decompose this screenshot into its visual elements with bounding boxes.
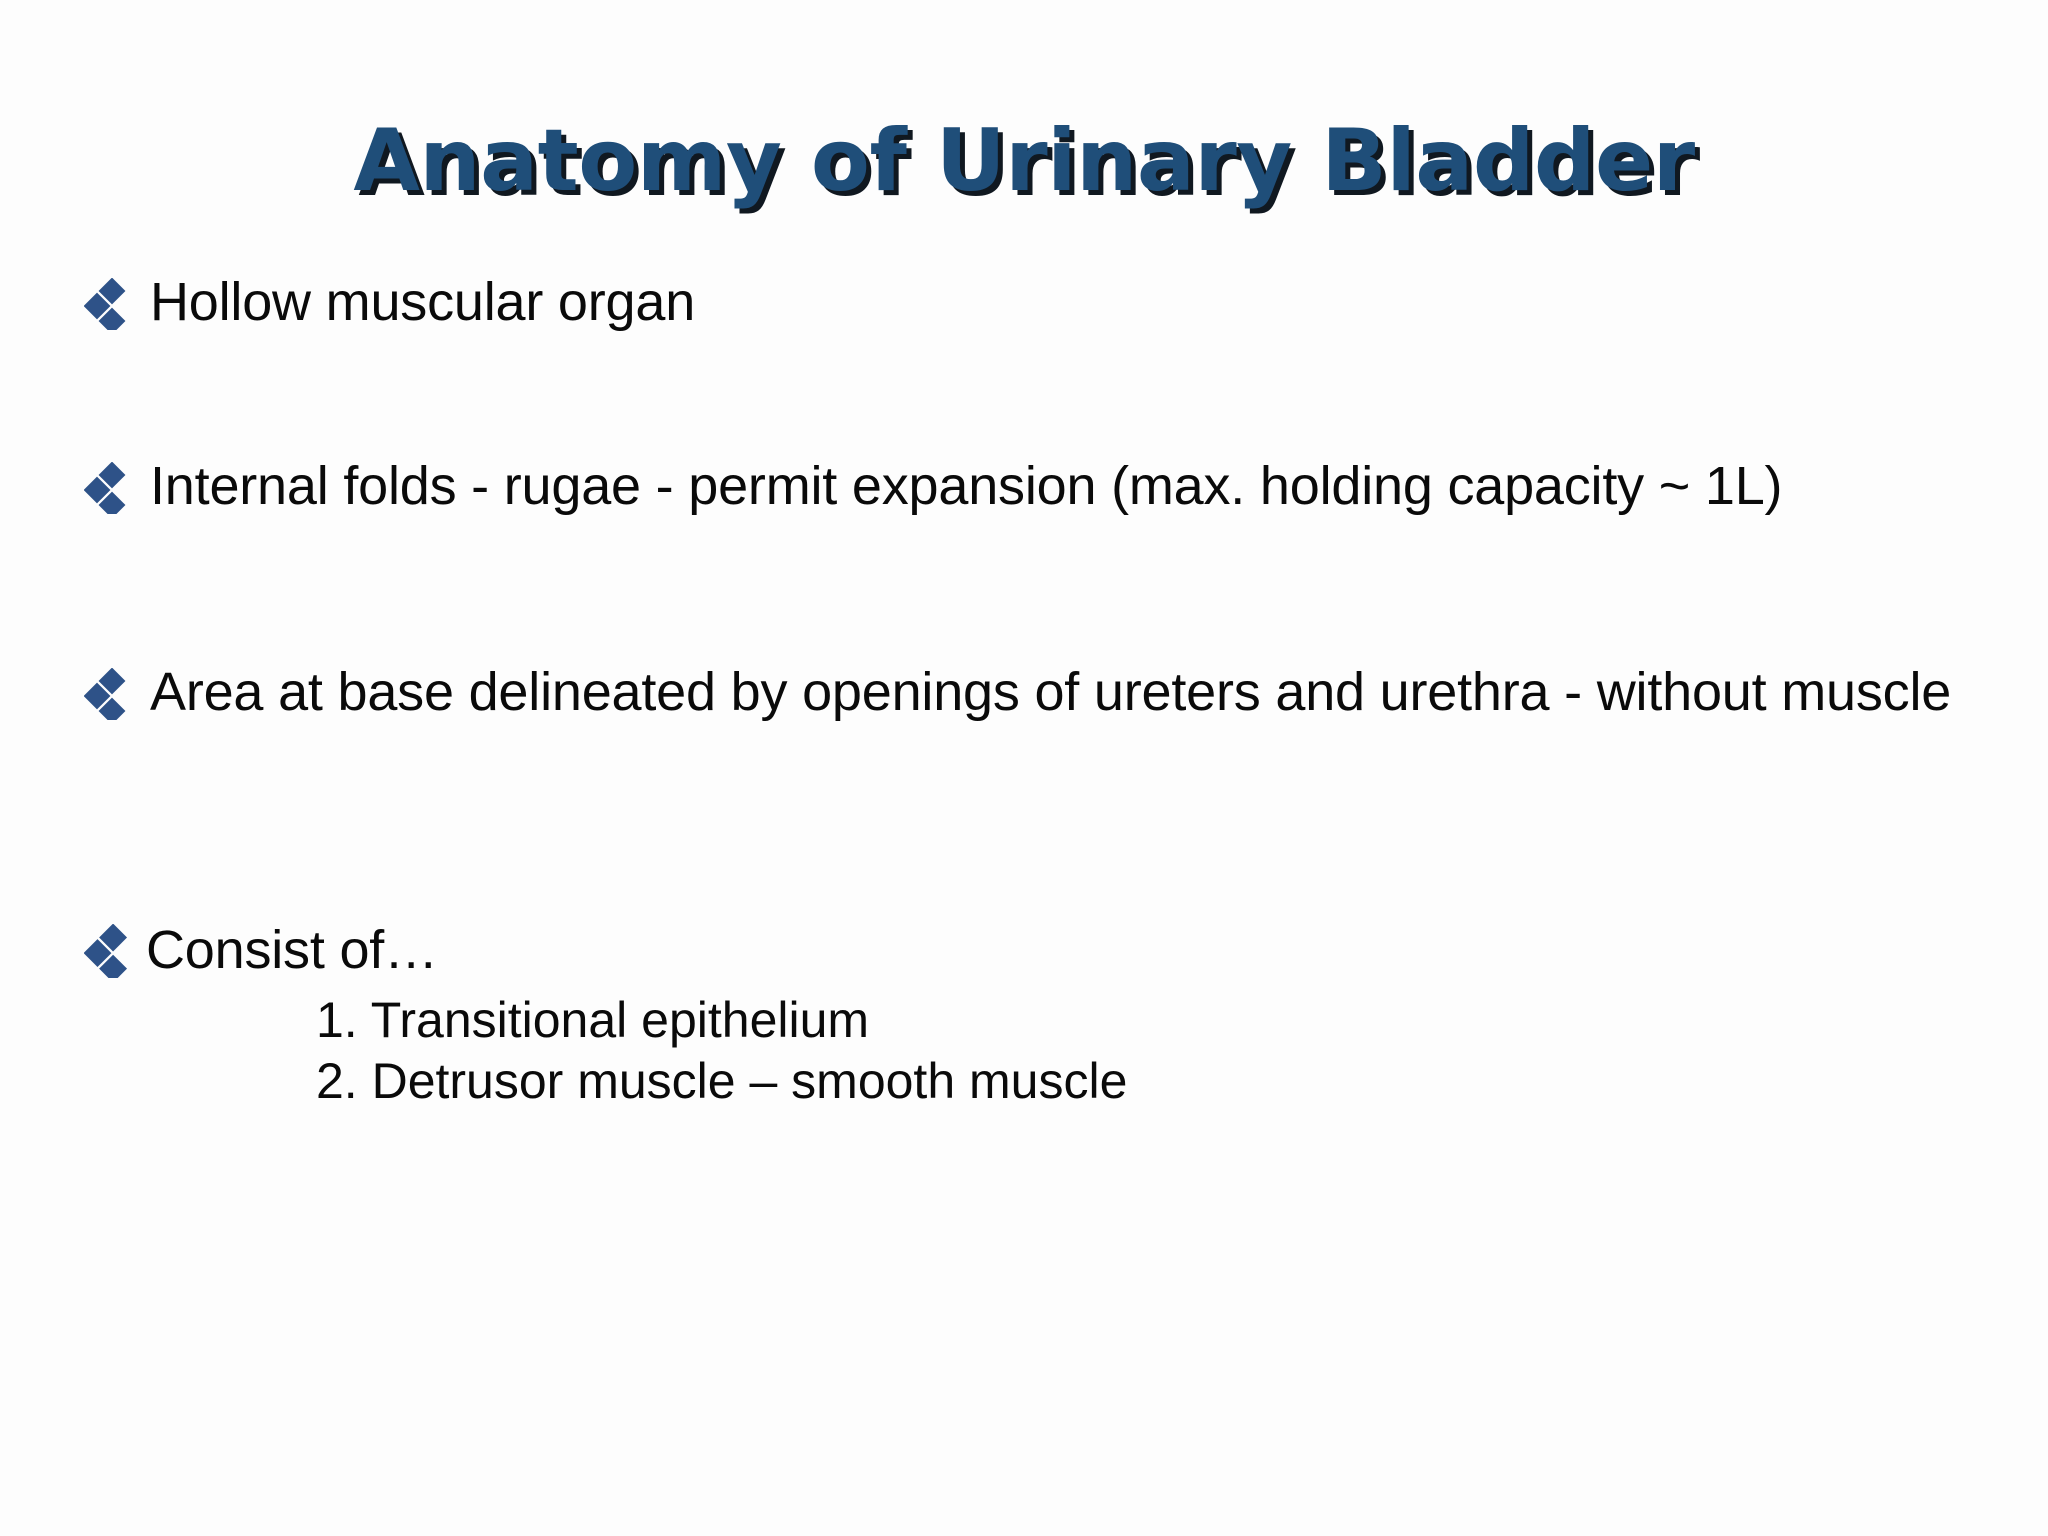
bullet-item-hollow-muscular-organ: Hollow muscular organ <box>84 272 1974 340</box>
bullet-text: Internal folds - rugae - permit expansio… <box>150 456 1783 516</box>
four-diamond-bullet-icon <box>84 278 150 340</box>
bullet-item-internal-folds: Internal folds - rugae - permit expansio… <box>84 456 1974 524</box>
numbered-sub-list: 1. Transitional epithelium 2. Detrusor m… <box>84 990 1974 1112</box>
bullet-text: Hollow muscular organ <box>150 272 696 332</box>
bullet-text: Area at base delineated by openings of u… <box>150 662 1952 722</box>
four-diamond-bullet-icon <box>84 668 150 730</box>
list-item: 2. Detrusor muscle – smooth muscle <box>316 1053 1128 1109</box>
four-diamond-bullet-icon <box>84 462 150 524</box>
bullet-text: Consist of… <box>146 920 438 980</box>
slide-title: Anatomy of Urinary Bladder <box>353 110 1695 211</box>
bullet-item-area-at-base: Area at base delineated by openings of u… <box>84 662 1974 730</box>
bullet-item-consist-of: Consist of… <box>84 920 1974 986</box>
four-diamond-bullet-icon <box>84 924 146 986</box>
slide-body: Hollow muscular organ Internal folds - r… <box>84 272 1974 1112</box>
list-item: 1. Transitional epithelium <box>316 992 870 1048</box>
